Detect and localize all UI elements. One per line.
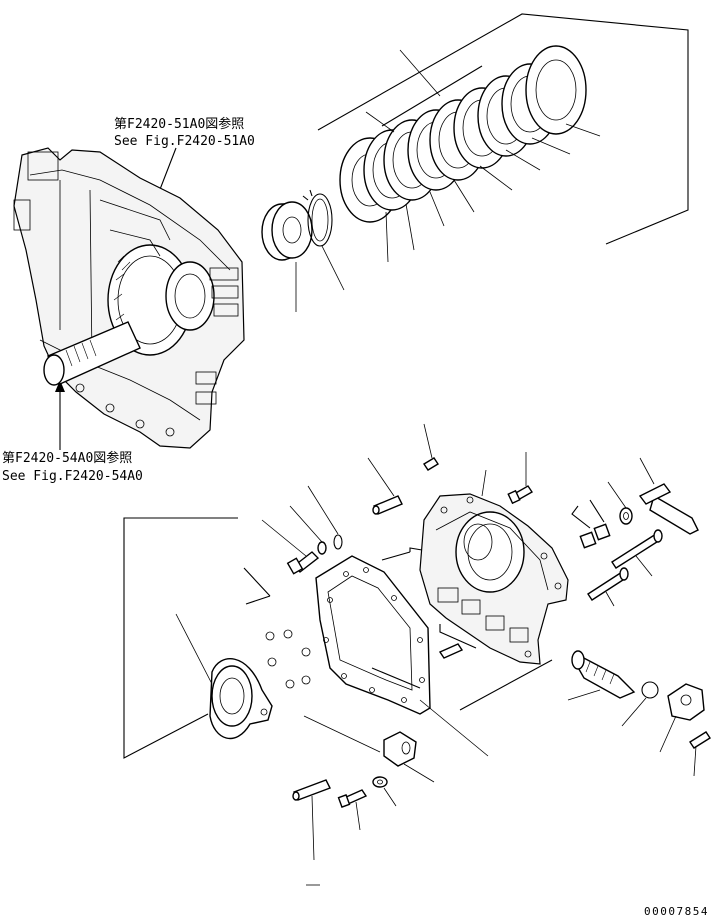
- washer: [607, 481, 633, 525]
- dowel-pin: [292, 779, 331, 861]
- long-bolt: [611, 529, 663, 577]
- bolt: [261, 519, 320, 575]
- washer: [372, 776, 397, 807]
- reference-arrow-lower: [55, 380, 65, 450]
- dowel-pin: [438, 643, 464, 659]
- o-ring: [307, 485, 343, 550]
- drawing-code: 00007854: [644, 905, 709, 918]
- front-cover: [419, 469, 569, 711]
- clutch-pack: [317, 13, 689, 245]
- dowel-pin: [423, 423, 439, 471]
- block: [303, 715, 435, 783]
- dowel-pin: [367, 457, 403, 515]
- reference-upper-en: See Fig.F2420-51A0: [114, 134, 255, 149]
- bolt: [337, 789, 368, 831]
- o-ring-group: [243, 567, 311, 689]
- reference-lower-jp: 第F2420-54A0図参照: [2, 450, 132, 466]
- reference-label-lower: 第F2420-54A0図参照 See Fig.F2420-54A0: [2, 450, 143, 484]
- snap-ring: [302, 189, 333, 247]
- flange-cover: [659, 683, 705, 753]
- reference-upper-jp: 第F2420-51A0図参照: [114, 116, 244, 132]
- washer: [289, 505, 327, 555]
- bearing: [261, 201, 313, 261]
- lever: [638, 457, 699, 535]
- gasket: [315, 555, 489, 757]
- o-ring: [621, 681, 659, 727]
- oil-seal-housing: [175, 613, 273, 740]
- clutch-plate: [525, 45, 587, 135]
- callout-leaders-upper: [295, 49, 601, 312]
- bolt: [689, 731, 711, 777]
- transmission-case: [13, 147, 245, 449]
- reference-lower-en: See Fig.F2420-54A0: [2, 469, 143, 484]
- reference-label-upper: 第F2420-51A0図参照 See Fig.F2420-51A0: [114, 116, 255, 149]
- nut: [571, 499, 611, 549]
- cylinder-sleeve: [567, 650, 636, 701]
- bolt: [507, 452, 533, 505]
- long-bolt: [587, 567, 629, 607]
